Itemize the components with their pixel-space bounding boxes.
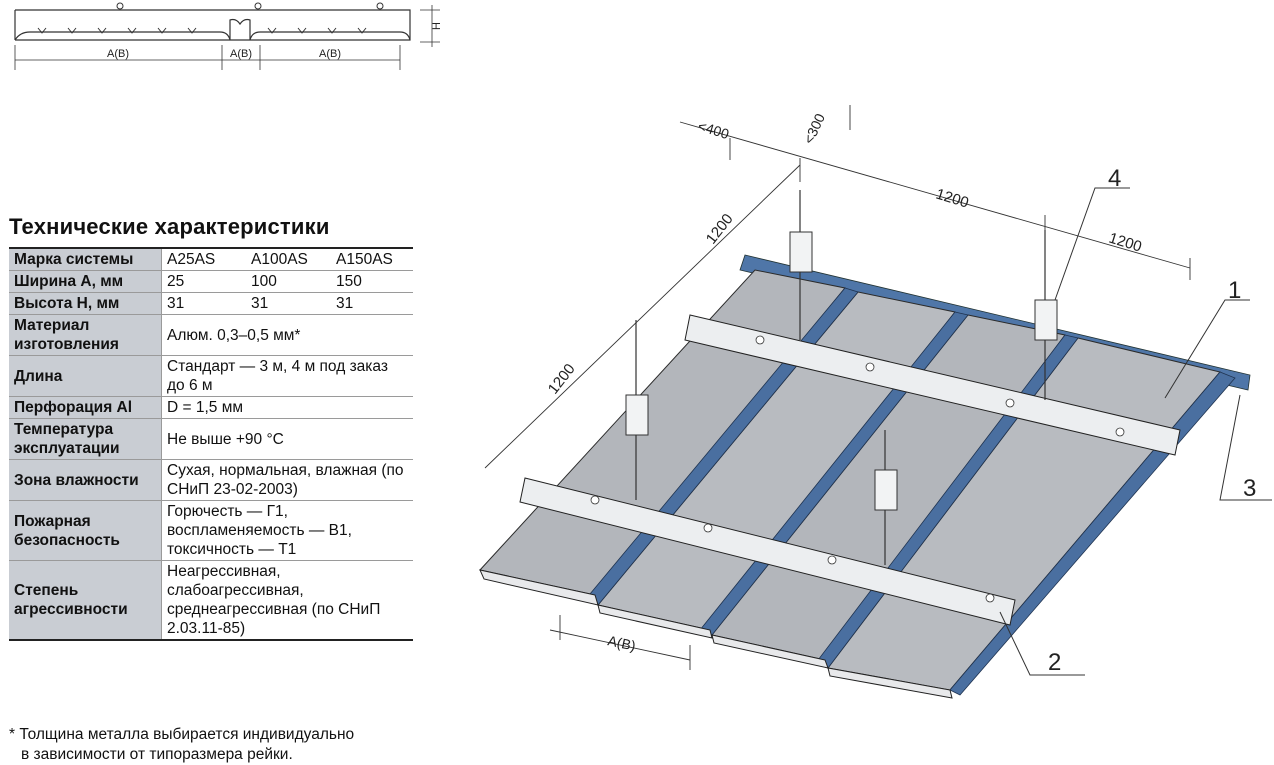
row-label: Длина bbox=[9, 355, 162, 397]
row-value: A150AS bbox=[331, 248, 413, 271]
row-value: 100 bbox=[246, 270, 331, 293]
row-value: Стандарт — 3 м, 4 м под заказ до 6 м bbox=[161, 355, 413, 397]
table-row: Марка системы A25AS A100AS A150AS bbox=[9, 248, 413, 271]
callout-2: 2 bbox=[1048, 649, 1061, 676]
footnote-line-2: в зависимости от типоразмера рейки. bbox=[21, 746, 293, 763]
row-value: A100AS bbox=[246, 248, 331, 271]
row-label: Материал изготовления bbox=[9, 314, 162, 356]
row-label: Степень агрессивности bbox=[9, 560, 162, 641]
profile-dim-label-1: A(B) bbox=[107, 48, 129, 60]
table-row: Высота H, мм 31 31 31 bbox=[9, 292, 413, 315]
hanger-bracket bbox=[1034, 299, 1058, 341]
row-value: 31 bbox=[161, 292, 246, 315]
dim-1200-left: 1200 bbox=[703, 211, 737, 248]
row-label: Ширина A, мм bbox=[9, 270, 162, 293]
row-value: A25AS bbox=[161, 248, 246, 271]
carrier-rails bbox=[519, 314, 1181, 626]
row-value: Алюм. 0,3–0,5 мм* bbox=[161, 314, 413, 356]
table-row: Пожарная безопасность Горючесть — Г1, во… bbox=[9, 500, 413, 561]
hanger-bracket bbox=[789, 231, 813, 273]
profile-dim-label-2: A(B) bbox=[230, 48, 252, 60]
row-label: Зона влажности bbox=[9, 459, 162, 501]
table-row: Материал изготовления Алюм. 0,3–0,5 мм* bbox=[9, 314, 413, 356]
hanger-bracket bbox=[874, 469, 898, 511]
specs-title: Технические характеристики bbox=[9, 214, 330, 239]
table-row: Длина Стандарт — 3 м, 4 м под заказ до 6… bbox=[9, 355, 413, 397]
row-value: D = 1,5 мм bbox=[161, 396, 413, 419]
carrier-rail-back bbox=[684, 314, 1181, 456]
dim-1200-right: 1200 bbox=[1107, 230, 1144, 256]
specs-table: Марка системы A25AS A100AS A150AS Ширина… bbox=[9, 247, 413, 641]
hanger-bracket bbox=[625, 394, 649, 436]
footnote-line-1: * Толщина металла выбирается индивидуаль… bbox=[9, 726, 355, 743]
table-row: Перфорация Al D = 1,5 мм bbox=[9, 396, 413, 419]
callout-3: 3 bbox=[1243, 475, 1256, 502]
table-row: Ширина A, мм 25 100 150 bbox=[9, 270, 413, 293]
row-value: Горючесть — Г1, воспламеняемость — В1, т… bbox=[161, 500, 413, 561]
table-row: Температура эксплуатации Не выше +90 °C bbox=[9, 418, 413, 460]
row-value: 150 bbox=[331, 270, 413, 293]
profile-height-label: H bbox=[431, 22, 443, 30]
profile-section-drawing: A(B) A(B) A(B) H bbox=[14, 2, 443, 70]
dim-1200-left-2: 1200 bbox=[545, 361, 579, 398]
row-label: Высота H, мм bbox=[9, 292, 162, 315]
table-row: Зона влажности Сухая, нормальная, влажна… bbox=[9, 459, 413, 501]
row-value: Сухая, нормальная, влажная (по СНиП 23-0… bbox=[161, 459, 413, 501]
row-label: Марка системы bbox=[9, 248, 162, 271]
row-value: 25 bbox=[161, 270, 246, 293]
row-value: Неагрессивная, слабоагрессивная, среднеа… bbox=[161, 560, 413, 641]
table-row: Степень агрессивности Неагрессивная, сла… bbox=[9, 560, 413, 641]
row-label: Пожарная безопасность bbox=[9, 500, 162, 561]
row-value: 31 bbox=[331, 292, 413, 315]
ceiling-isometric-diagram: <400 <300 1200 1200 1200 1200 A(B) 1 2 3… bbox=[479, 105, 1272, 699]
dim-lt300: <300 bbox=[800, 111, 828, 147]
callout-4: 4 bbox=[1108, 165, 1121, 192]
profile-dim-label-3: A(B) bbox=[319, 48, 341, 60]
callout-1: 1 bbox=[1228, 277, 1241, 304]
row-value: 31 bbox=[246, 292, 331, 315]
dim-lt400: <400 bbox=[696, 118, 731, 143]
dim-panel-width: A(B) bbox=[606, 632, 637, 653]
carrier-rail-front bbox=[519, 477, 1016, 626]
footnote: * Толщина металла выбирается индивидуаль… bbox=[9, 725, 354, 765]
row-label: Перфорация Al bbox=[9, 396, 162, 419]
row-value: Не выше +90 °C bbox=[161, 418, 413, 460]
row-label: Температура эксплуатации bbox=[9, 418, 162, 460]
dim-1200-top: 1200 bbox=[934, 186, 971, 212]
